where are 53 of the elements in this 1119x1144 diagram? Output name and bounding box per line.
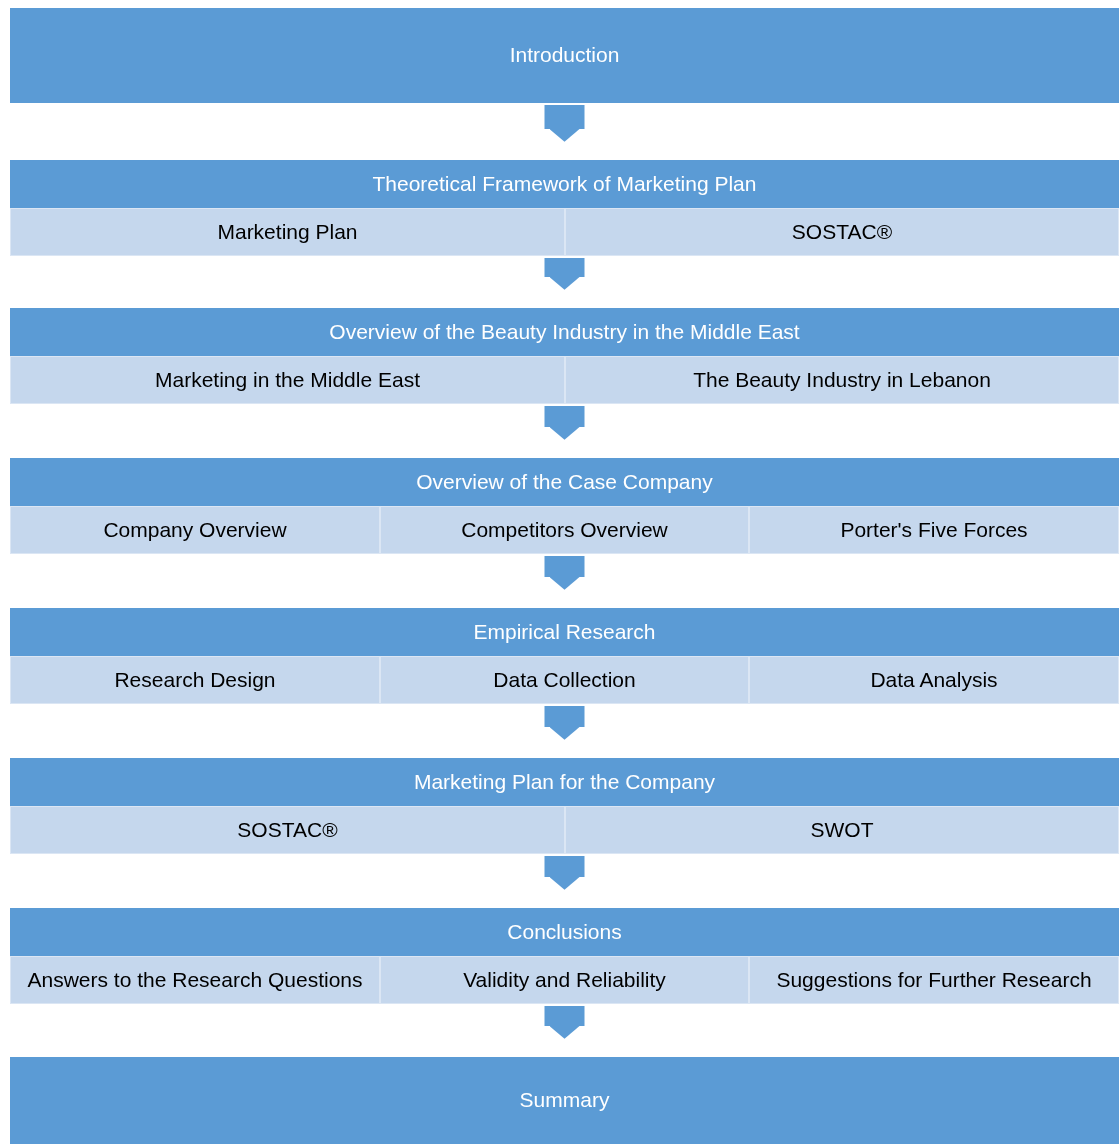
section-heading: Marketing Plan for the Company [413,770,716,793]
subtopic-cell [380,506,749,554]
subtopic-label: Competitors Overview [461,518,668,541]
subtopic-label: Validity and Reliability [463,968,666,991]
down-arrow [544,1006,585,1039]
chapter-box [10,1057,1119,1144]
subtopic-label: Suggestions for Further Research [776,968,1092,991]
subtopic-label: Data Analysis [870,668,998,691]
down-arrow [544,105,585,142]
section-heading: Empirical Research [473,620,656,643]
subtopic-cell [380,656,749,704]
section-heading: Conclusions [507,920,622,943]
down-arrow [544,706,585,740]
subtopic-cell [749,956,1119,1004]
section-heading: Overview of the Case Company [416,470,713,493]
subtopic-cell [380,956,749,1004]
down-arrow [544,258,585,290]
subtopic-cell [565,356,1119,404]
down-arrow [544,406,585,440]
section-panel [10,608,1119,704]
section-heading: Overview of the Beauty Industry in the Middle East [329,320,800,343]
subtopic-cell [749,656,1119,704]
subtopic-label: The Beauty Industry in Lebanon [693,368,991,391]
subtopic-label: Company Overview [103,518,287,541]
section-heading: Theoretical Framework of Marketing Plan [372,172,757,195]
subtopic-label: Research Design [114,668,276,691]
section-panel [10,160,1119,256]
subtopic-label: SOSTAC® [237,818,338,841]
subtopic-label: SOSTAC® [791,220,893,243]
subtopic-cell [10,506,380,554]
subtopic-cell [10,656,380,704]
subtopic-label: Answers to the Research Questions [27,968,363,991]
subtopic-cell [565,806,1119,854]
chapter-box [10,8,1119,103]
subtopic-cell [10,208,565,256]
down-arrow [544,556,585,590]
subtopic-label: SWOT [810,818,874,841]
subtopic-cell [10,356,565,404]
down-arrow [544,856,585,890]
section-panel [10,908,1119,1004]
subtopic-label: Porter's Five Forces [840,518,1028,541]
subtopic-label: Data Collection [493,668,636,691]
subtopic-label: Marketing in the Middle East [155,368,420,391]
section-panel [10,758,1119,854]
subtopic-cell [565,208,1119,256]
chapter-title: Summary [519,1089,610,1112]
subtopic-label: Marketing Plan [217,220,358,243]
section-panel [10,308,1119,404]
section-panel [10,458,1119,554]
subtopic-cell [749,506,1119,554]
chapter-title: Introduction [509,44,620,67]
subtopic-cell [10,956,380,1004]
subtopic-cell [10,806,565,854]
